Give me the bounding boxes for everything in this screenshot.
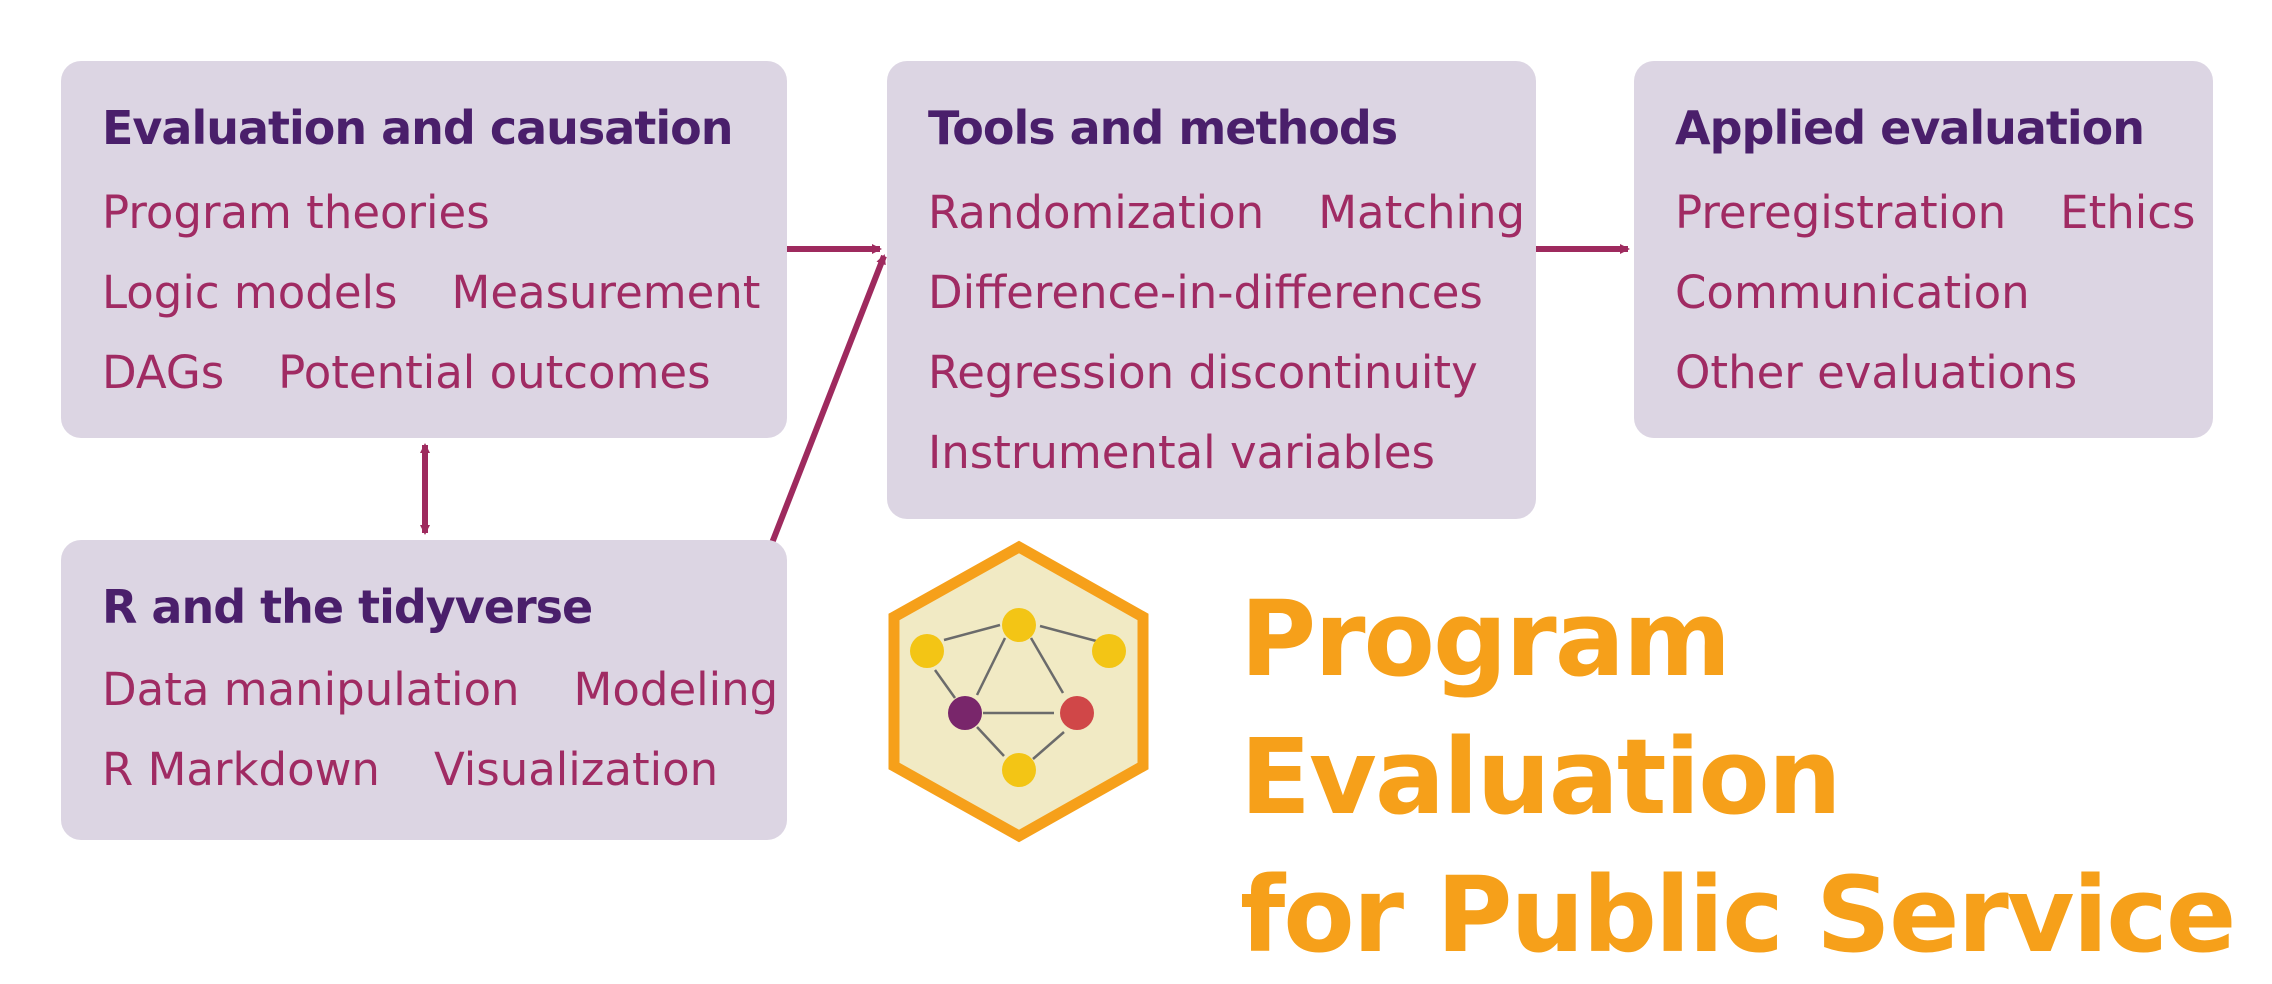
course-title: Program Evaluation for Public Service: [1240, 570, 2272, 984]
topic: Other evaluations: [1675, 346, 2078, 399]
box-heading: Evaluation and causation: [102, 101, 733, 155]
title-line-2: for Public Service: [1240, 854, 2236, 976]
topic: Randomization: [928, 186, 1265, 239]
topic: Preregistration: [1675, 186, 2007, 239]
topic: Logic models: [102, 266, 398, 319]
topic: Ethics: [2060, 186, 2196, 239]
topic: Modeling: [573, 663, 779, 716]
topic: Instrumental variables: [928, 426, 1435, 479]
box-evaluation-causation: Evaluation and causation Program theorie…: [61, 61, 787, 438]
diagram-arrows: [420, 244, 1630, 843]
topic: Program theories: [102, 186, 490, 239]
topic: Communication: [1675, 266, 2030, 319]
box-r-tidyverse: R and the tidyverse Data manipulation Mod…: [61, 540, 787, 840]
topic: Visualization: [433, 743, 719, 796]
topic: DAGs: [102, 346, 225, 399]
topic: Data manipulation: [102, 663, 520, 716]
dag-hex-logo: [888, 540, 1149, 843]
topic: Measurement: [451, 266, 761, 319]
box-heading: Tools and methods: [928, 101, 1398, 155]
topic: R Markdown: [102, 743, 380, 796]
title-line-1: Program Evaluation: [1240, 578, 1842, 838]
topic: Matching: [1318, 186, 1526, 239]
arrow-tidyverse-to-tools: [769, 254, 887, 545]
topic: Regression discontinuity: [928, 346, 1478, 399]
box-heading: Applied evaluation: [1675, 101, 2145, 155]
box-heading: R and the tidyverse: [102, 580, 593, 634]
box-applied-evaluation: Applied evaluation Preregistration Ethics…: [1634, 61, 2213, 438]
topic: Potential outcomes: [278, 346, 711, 399]
topic: Difference-in-differences: [928, 266, 1483, 319]
